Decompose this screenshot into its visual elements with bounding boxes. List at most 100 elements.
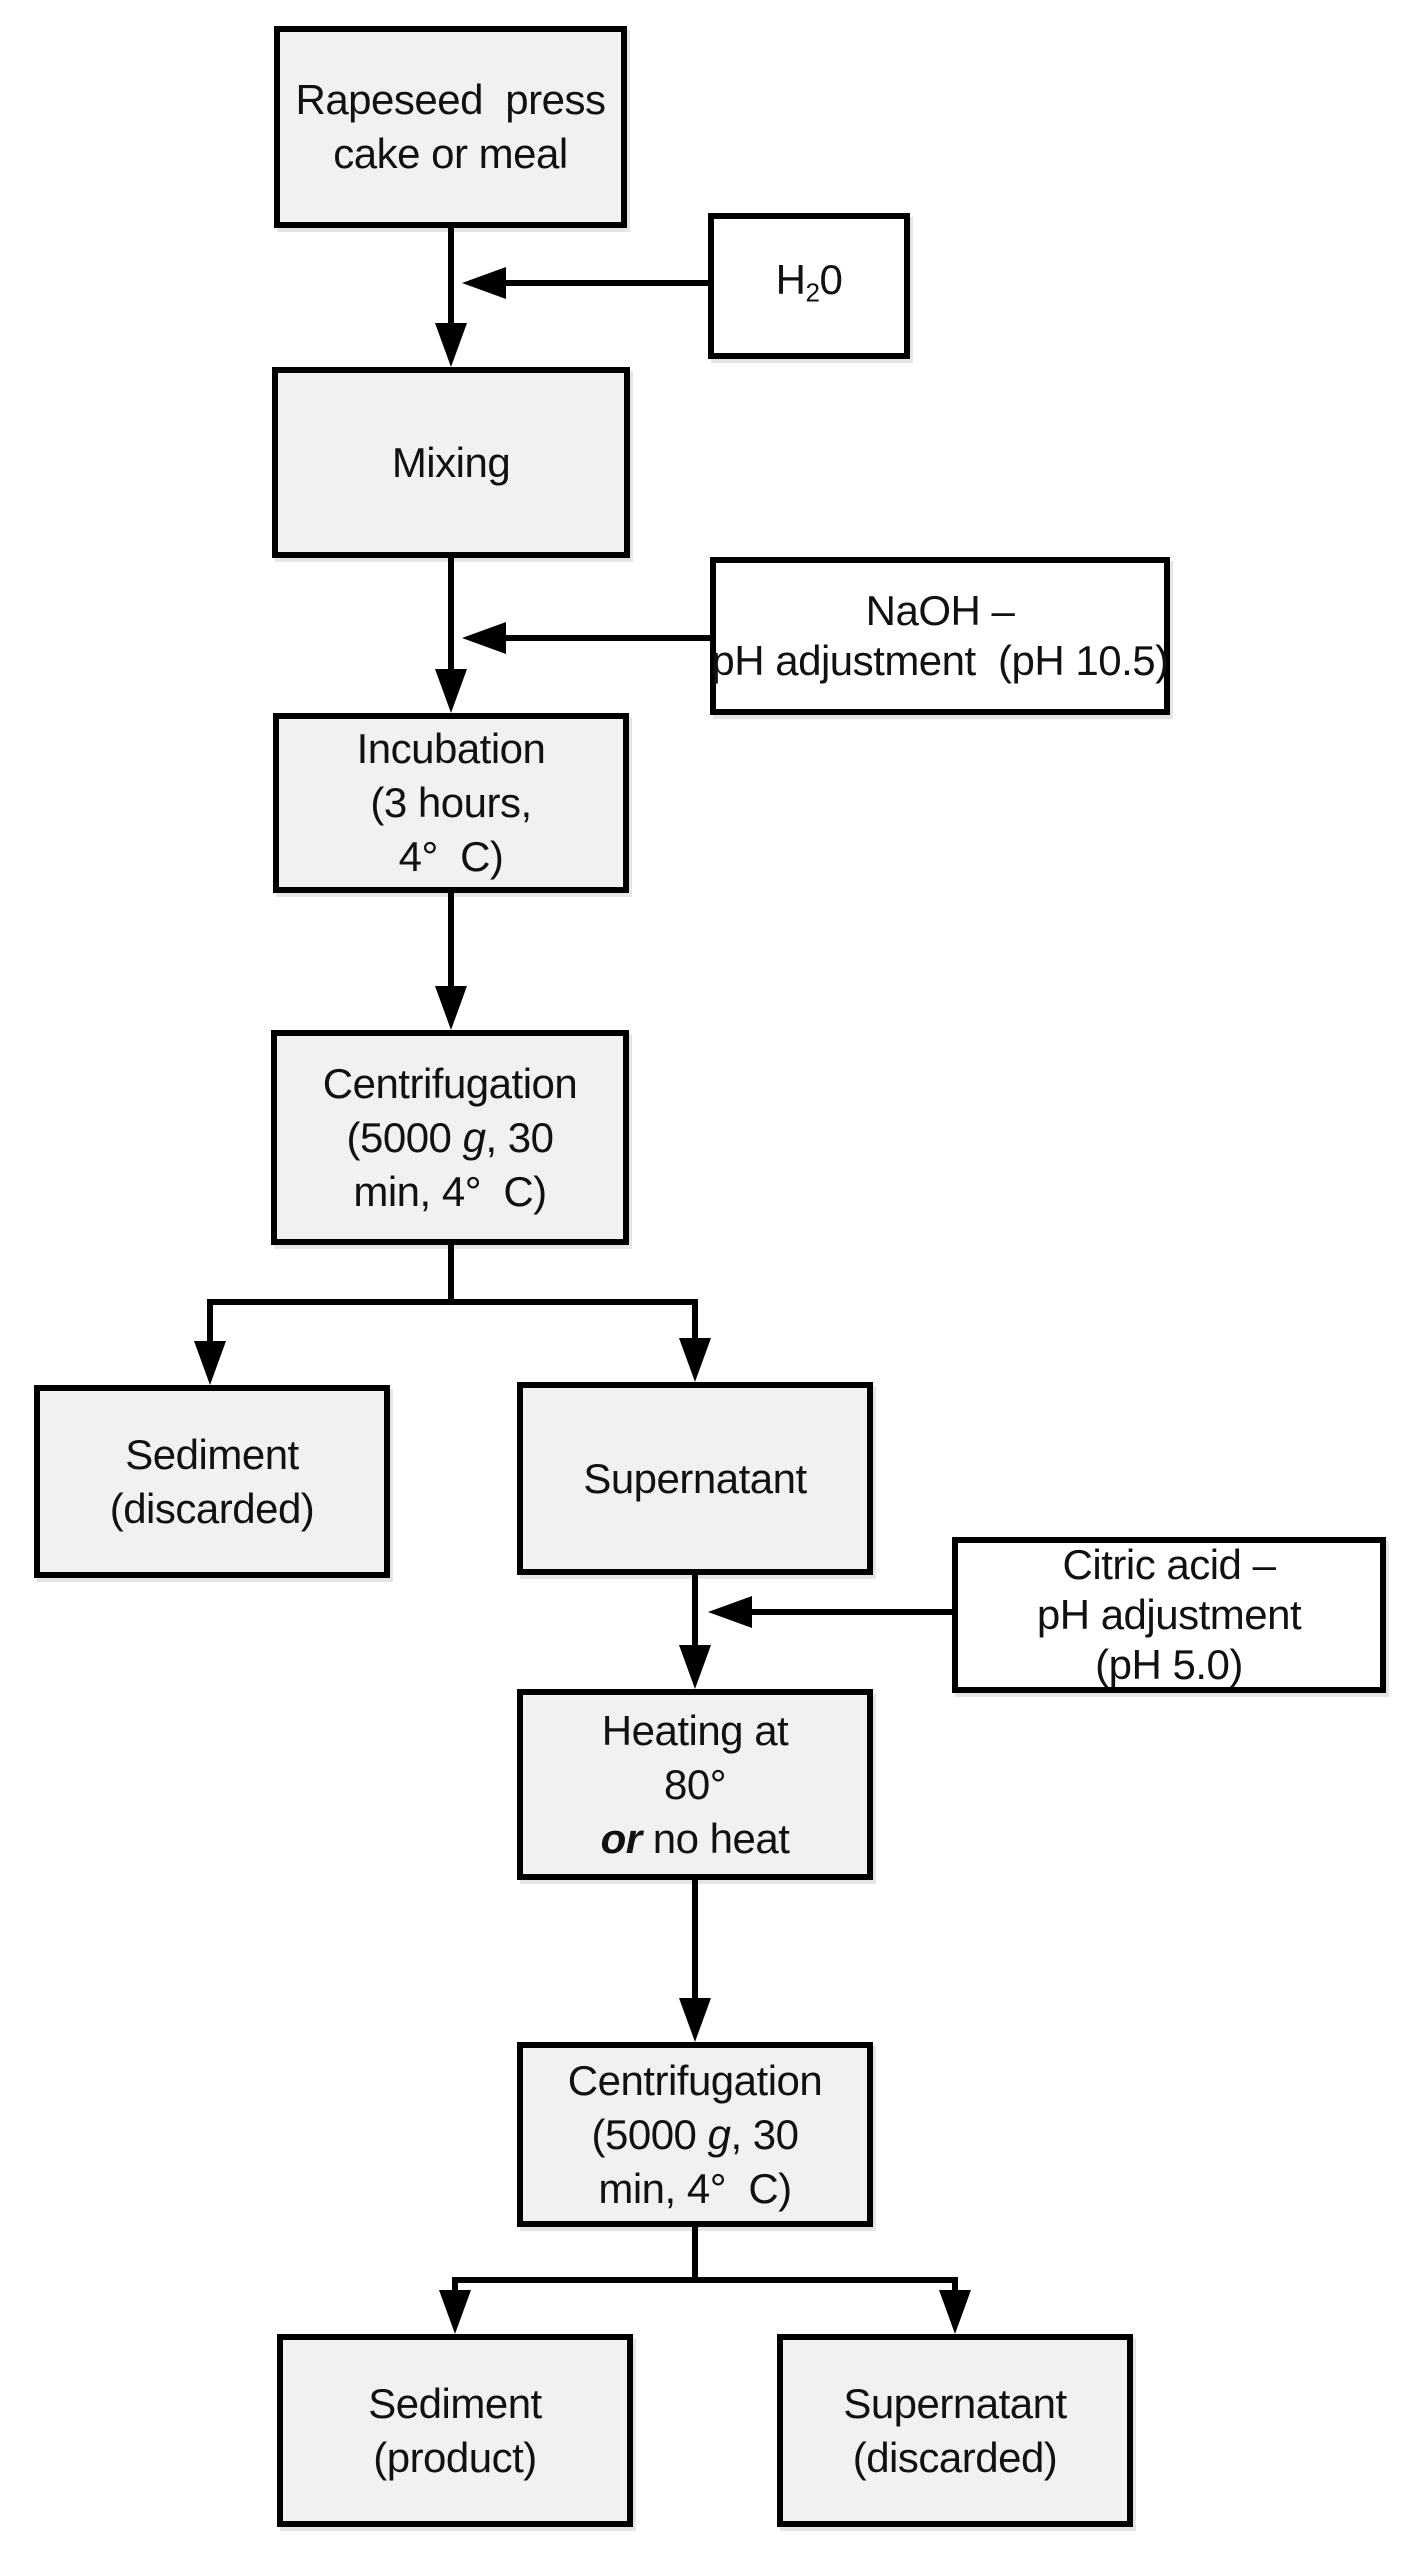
arrow-mixing-to-incubation xyxy=(435,555,467,713)
incubation-text: 4° C) xyxy=(398,833,504,880)
sediment-product-text-line: (product) xyxy=(373,2431,537,2485)
arrow-split2-to-supernatant xyxy=(939,2277,971,2334)
arrow-split1-to-supernatant xyxy=(679,1299,711,1382)
centrifugation-1-text-line: min, 4° C) xyxy=(353,1165,547,1219)
arrow-citric-feed-head xyxy=(708,1596,752,1628)
arrow-incubation-to-centrifugation-head xyxy=(435,986,467,1030)
water-input-text: H xyxy=(775,255,806,303)
supernatant-box: Supernatant xyxy=(517,1382,873,1575)
heating-text: no heat xyxy=(641,1814,790,1862)
water-input-text: 2 xyxy=(805,277,820,308)
arrow-naoh-feed-head xyxy=(462,622,506,654)
heating-text-line: or no heat xyxy=(601,1812,790,1866)
mixing-box: Mixing xyxy=(272,367,630,558)
supernatant-discarded-box: Supernatant (discarded) xyxy=(777,2334,1133,2527)
arrow-heating-to-centrifugation2 xyxy=(679,1877,711,2042)
arrow-split1-to-sediment xyxy=(194,1299,226,1385)
incubation-text-line: 4° C) xyxy=(399,830,504,884)
centrifugation-2-text: , 30 xyxy=(730,2110,799,2158)
arrow-heating-to-centrifugation2-head xyxy=(679,1998,711,2042)
heating-text-line: Heating at xyxy=(601,1704,789,1758)
citric-acid-ph-adjustment-text: pH adjustment xyxy=(1036,1591,1302,1638)
arrow-rapeseed-to-mixing xyxy=(435,225,467,367)
citric-acid-ph-adjustment-text: (pH 5.0) xyxy=(1095,1641,1243,1688)
centrifugation-2-text-line: (5000 g, 30 xyxy=(591,2108,799,2162)
arrow-incubation-to-centrifugation xyxy=(435,890,467,1030)
sediment-discarded-text-line: Sediment xyxy=(125,1428,299,1482)
centrifugation-1-text-line: (5000 g, 30 xyxy=(346,1111,554,1165)
citric-acid-ph-adjustment-box: Citric acid –pH adjustment(pH 5.0) xyxy=(952,1537,1386,1693)
arrow-split2-to-supernatant-head xyxy=(939,2290,971,2334)
sediment-discarded-text: (discarded) xyxy=(109,1484,315,1532)
arrow-naoh-feed xyxy=(462,622,713,654)
naoh-ph-adjustment-text: NaOH – xyxy=(865,587,1015,634)
incubation-text: (3 hours, xyxy=(370,779,532,826)
citric-acid-ph-adjustment-text-line: (pH 5.0) xyxy=(1095,1640,1243,1690)
arrow-split2-to-sediment-head xyxy=(439,2290,471,2334)
supernatant-text-line: Supernatant xyxy=(583,1452,807,1506)
arrow-rapeseed-to-mixing-head xyxy=(435,323,467,367)
arrow-split1-to-sediment-head xyxy=(194,1341,226,1385)
rapeseed-press-cake-box: Rapeseed press cake or meal xyxy=(274,26,627,228)
water-input-box: H20 xyxy=(708,213,910,359)
mixing-text: Mixing xyxy=(391,438,511,486)
heating-text: 80° xyxy=(663,1760,727,1808)
rapeseed-press-cake-text: cake or meal xyxy=(333,130,568,177)
centrifugation-2-text-line: min, 4° C) xyxy=(598,2162,792,2216)
arrow-split2-to-sediment xyxy=(439,2277,471,2334)
centrifugation-2-text: min, 4° C) xyxy=(598,2164,792,2212)
centrifugation-2-text-line: Centrifugation xyxy=(568,2054,823,2108)
centrifugation-2-text: (5000 xyxy=(591,2110,708,2158)
arrow-supernatant-to-heating-head xyxy=(679,1645,711,1689)
rapeseed-press-cake-text: Rapeseed press xyxy=(295,76,606,123)
sediment-discarded-text: Sediment xyxy=(125,1430,299,1478)
incubation-text-line: (3 hours, xyxy=(370,776,532,830)
heating-text: or xyxy=(600,1814,643,1862)
arrow-water-feed xyxy=(462,267,711,299)
centrifugation-1-text: min, 4° C) xyxy=(353,1167,547,1215)
supernatant-discarded-text: Supernatant xyxy=(843,2379,1067,2427)
citric-acid-ph-adjustment-text-line: Citric acid – xyxy=(1063,1540,1276,1590)
arrow-water-feed-head xyxy=(462,267,506,299)
sediment-product-box: Sediment (product) xyxy=(277,2334,633,2527)
naoh-ph-adjustment-text-line: NaOH – xyxy=(866,586,1015,636)
centrifugation-2-text: Centrifugation xyxy=(567,2056,823,2104)
incubation-text-line: Incubation xyxy=(357,722,546,776)
citric-acid-ph-adjustment-text-line: pH adjustment xyxy=(1036,1590,1302,1640)
supernatant-discarded-text: (discarded) xyxy=(852,2433,1058,2481)
sediment-product-text: (product) xyxy=(373,2433,537,2481)
supernatant-text: Supernatant xyxy=(583,1454,807,1502)
arrow-supernatant-to-heating xyxy=(679,1572,711,1689)
rapeseed-press-cake-text-line: Rapeseed press xyxy=(295,73,606,127)
naoh-ph-adjustment-box: NaOH –pH adjustment (pH 10.5) xyxy=(710,557,1170,715)
naoh-ph-adjustment-text: pH adjustment (pH 10.5) xyxy=(711,637,1169,684)
supernatant-discarded-text-line: Supernatant xyxy=(843,2377,1067,2431)
centrifugation-1-text: , 30 xyxy=(485,1113,554,1161)
water-input-text: 0 xyxy=(819,255,843,303)
centrifugation-1-text-line: Centrifugation xyxy=(323,1057,578,1111)
naoh-ph-adjustment-text-line: pH adjustment (pH 10.5) xyxy=(711,636,1169,686)
centrifugation-1-text: g xyxy=(462,1113,486,1161)
centrifugation-2-text: g xyxy=(707,2110,731,2158)
rapeseed-press-cake-text-line: cake or meal xyxy=(333,127,568,181)
sediment-product-text: Sediment xyxy=(368,2379,542,2427)
mixing-text-line: Mixing xyxy=(391,436,511,490)
sediment-discarded-text-line: (discarded) xyxy=(110,1482,315,1536)
supernatant-discarded-text-line: (discarded) xyxy=(853,2431,1058,2485)
sediment-discarded-box: Sediment (discarded) xyxy=(34,1385,390,1578)
heating-text: Heating at xyxy=(601,1706,789,1754)
sediment-product-text-line: Sediment xyxy=(368,2377,542,2431)
centrifugation-1-text: Centrifugation xyxy=(322,1059,578,1107)
incubation-text: Incubation xyxy=(356,725,546,772)
centrifugation-1-text: (5000 xyxy=(346,1113,463,1161)
arrow-mixing-to-incubation-head xyxy=(435,669,467,713)
citric-acid-ph-adjustment-text: Citric acid – xyxy=(1062,1541,1276,1588)
arrow-split1-to-supernatant-head xyxy=(679,1338,711,1382)
water-input-text-line: H20 xyxy=(776,255,843,317)
heating-text-line: 80° xyxy=(663,1758,727,1812)
